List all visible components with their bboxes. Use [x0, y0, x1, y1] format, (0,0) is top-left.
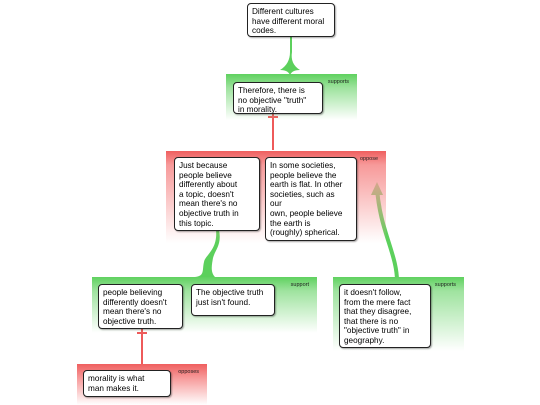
- objection-card[interactable]: In some societies, people believe the ea…: [265, 157, 357, 241]
- support-connector: [280, 36, 300, 76]
- reason-card[interactable]: Therefore, there is no objective "truth"…: [233, 82, 323, 114]
- relation-label: support: [290, 282, 309, 288]
- relation-label: opposes: [178, 369, 199, 375]
- reason-card[interactable]: The objective truth just isn't found.: [191, 284, 275, 316]
- objection-card[interactable]: Just because people believe differently …: [174, 157, 260, 231]
- claim-card[interactable]: Different cultures have different moral …: [247, 3, 335, 37]
- relation-label: supports: [327, 79, 349, 85]
- reason-card[interactable]: it doesn't follow, from the mere fact th…: [339, 284, 431, 348]
- relation-label: oppose: [359, 156, 378, 162]
- reason-card[interactable]: people believing differently doesn't mea…: [98, 284, 183, 329]
- objection-card[interactable]: morality is what man makes it.: [83, 370, 171, 397]
- relation-label: supports: [434, 282, 456, 288]
